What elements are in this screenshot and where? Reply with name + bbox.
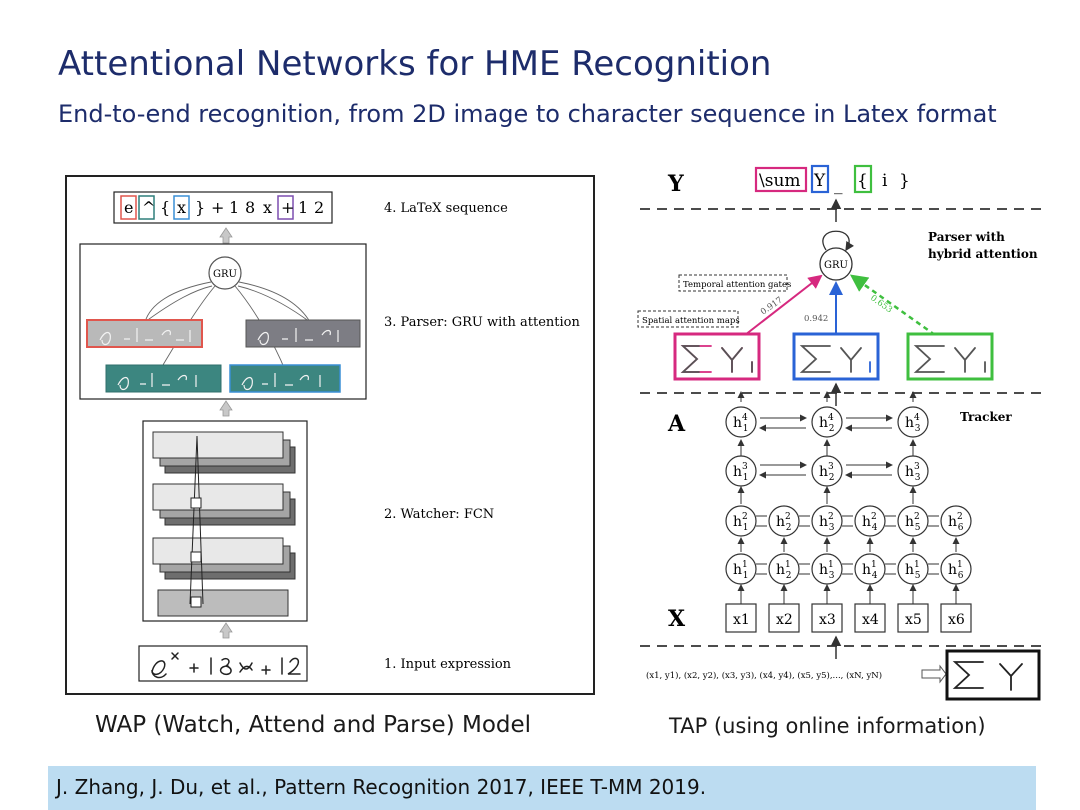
stage-label-input: 1. Input expression bbox=[384, 657, 512, 672]
tap-label-y: Y bbox=[667, 171, 684, 197]
latex-token: x bbox=[263, 198, 272, 217]
svg-text:h12: h12 bbox=[776, 560, 792, 581]
output-token: Y bbox=[813, 171, 826, 191]
wap-caption: WAP (Watch, Attend and Parse) Model bbox=[95, 712, 532, 738]
input-x: x4 bbox=[862, 612, 879, 628]
stage-label-watcher: 2. Watcher: FCN bbox=[384, 507, 494, 522]
flow-arrows bbox=[219, 227, 233, 639]
latex-token: { bbox=[160, 198, 170, 217]
svg-text:h14: h14 bbox=[862, 560, 878, 581]
stage-label-parser: 3. Parser: GRU with attention bbox=[384, 315, 581, 330]
svg-text:h11: h11 bbox=[733, 560, 749, 581]
attention-map-gray bbox=[245, 319, 361, 348]
input-boxes bbox=[725, 603, 972, 633]
tracker-links-low bbox=[756, 515, 939, 575]
attention-arrow-green bbox=[849, 274, 936, 337]
input-x: x6 bbox=[948, 612, 965, 628]
tap-label-a: A bbox=[667, 411, 686, 437]
latex-token: e bbox=[124, 198, 133, 217]
input-trajectory: (x1, y1), (x2, y2), (x3, y3), (x4, y4), … bbox=[646, 670, 882, 681]
latex-token: ^ bbox=[142, 198, 155, 217]
svg-text:h42: h42 bbox=[819, 413, 835, 434]
gru-self-loop bbox=[822, 230, 855, 252]
latex-token: 2 bbox=[314, 198, 324, 217]
svg-text:h24: h24 bbox=[862, 512, 878, 533]
spatial-maps-box bbox=[637, 310, 739, 328]
svg-text:h21: h21 bbox=[733, 512, 749, 533]
tracker-vertical-links bbox=[737, 439, 960, 604]
output-token: \sum bbox=[759, 171, 801, 191]
page-title: Attentional Networks for HME Recognition bbox=[58, 44, 772, 84]
tap-gru-label: GRU bbox=[824, 260, 848, 271]
attention-arrow-pink bbox=[744, 274, 823, 336]
svg-text:h41: h41 bbox=[733, 413, 749, 434]
latex-token: 1 bbox=[229, 198, 239, 217]
svg-text:h32: h32 bbox=[819, 462, 835, 483]
spatial-maps-label: Spatial attention maps bbox=[642, 316, 740, 326]
tap-gru-node bbox=[819, 247, 853, 281]
svg-text:h25: h25 bbox=[905, 512, 921, 533]
svg-text:h13: h13 bbox=[819, 560, 835, 581]
svg-text:h22: h22 bbox=[776, 512, 792, 533]
tap-label-x: X bbox=[668, 606, 686, 632]
svg-text:h33: h33 bbox=[905, 462, 921, 483]
input-x: x5 bbox=[905, 612, 922, 628]
page-subtitle: End-to-end recognition, from 2D image to… bbox=[58, 100, 997, 128]
handwritten-sum-y bbox=[945, 649, 1041, 701]
handwritten-sum-y-strokes bbox=[952, 661, 1023, 691]
handwritten-expression bbox=[151, 652, 301, 679]
latex-token: + bbox=[281, 198, 294, 217]
attention-map-red bbox=[86, 319, 203, 348]
reference-bar: J. Zhang, J. Du, et al., Pattern Recogni… bbox=[48, 766, 1036, 810]
parser-label-line1: Parser with bbox=[928, 230, 1005, 244]
input-x: x1 bbox=[733, 612, 750, 628]
temporal-gates-box bbox=[678, 274, 788, 292]
latex-token: + bbox=[211, 198, 224, 217]
latex-token: } bbox=[195, 198, 205, 217]
output-token: { bbox=[857, 171, 868, 191]
sum-y-strokes bbox=[680, 345, 986, 373]
tracker-label: Tracker bbox=[960, 410, 1012, 424]
attention-map-teal-2 bbox=[229, 364, 341, 393]
input-x: x2 bbox=[776, 612, 793, 628]
wap-gru-label: GRU bbox=[213, 269, 237, 280]
fcn-layers bbox=[152, 431, 296, 617]
input-x: x3 bbox=[819, 612, 836, 628]
svg-text:h15: h15 bbox=[905, 560, 921, 581]
weight-blue: 0.942 bbox=[804, 314, 828, 324]
trajectory-arrow bbox=[921, 664, 947, 684]
svg-text:h26: h26 bbox=[948, 512, 964, 533]
output-token: i bbox=[882, 171, 888, 191]
svg-text:h43: h43 bbox=[905, 413, 921, 434]
stage-label-latex: 4. LaTeX sequence bbox=[384, 201, 508, 216]
tap-output-tokens: \sum Y _ { i } bbox=[754, 164, 910, 195]
input-labels: x1 x2 x3 x4 x5 x6 bbox=[733, 612, 965, 628]
latex-tokens: e ^ { x } + 1 8 x + 1 2 bbox=[120, 195, 324, 220]
reference-text: J. Zhang, J. Du, et al., Pattern Recogni… bbox=[56, 775, 707, 799]
temporal-gates-label: Temporal attention gates bbox=[683, 280, 791, 290]
latex-token: x bbox=[177, 198, 186, 217]
parser-label-line2: hybrid attention bbox=[928, 247, 1038, 261]
hidden-nodes bbox=[725, 406, 972, 585]
output-token: _ bbox=[834, 175, 843, 195]
attention-map-teal-1 bbox=[105, 364, 222, 393]
svg-text:h31: h31 bbox=[733, 462, 749, 483]
tap-caption: TAP (using online information) bbox=[669, 714, 986, 738]
wap-gru-node bbox=[208, 256, 242, 290]
tracker-links bbox=[737, 391, 917, 479]
attention-map-strokes bbox=[99, 328, 339, 391]
latex-token: 1 bbox=[298, 198, 308, 217]
latex-sequence-box bbox=[113, 191, 333, 224]
output-token: } bbox=[899, 171, 910, 191]
svg-text:h23: h23 bbox=[819, 512, 835, 533]
latex-token: 8 bbox=[245, 198, 255, 217]
input-expression-box bbox=[138, 645, 308, 682]
svg-text:h16: h16 bbox=[948, 560, 964, 581]
receptive-field bbox=[189, 435, 204, 608]
